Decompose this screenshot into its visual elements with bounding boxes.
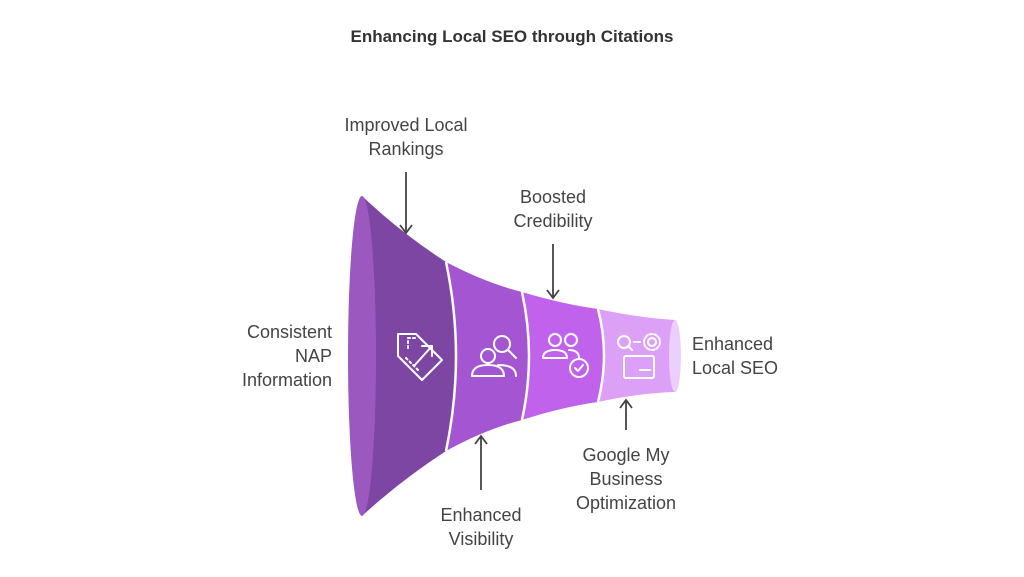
- label-line: Business: [589, 469, 663, 489]
- label-line: Credibility: [513, 211, 593, 231]
- label-enhanced-visibility: Enhanced Visibility: [406, 503, 556, 551]
- label-line: Improved Local: [344, 115, 468, 135]
- funnel-stage-2: [446, 262, 529, 451]
- users-check-icon: [542, 333, 589, 378]
- label-boosted-credibility: Boosted Credibility: [483, 185, 623, 233]
- label-line: Boosted: [519, 187, 587, 207]
- label-line: Enhanced: [692, 334, 774, 354]
- funnel-stage-1: [362, 196, 456, 516]
- label-line: Local SEO: [692, 358, 779, 378]
- label-line: Optimization: [575, 493, 677, 513]
- label-line: Consistent: [246, 322, 332, 342]
- label-consistent-nap: Consistent NAP Information: [190, 320, 332, 392]
- funnel-mouth: [348, 196, 376, 516]
- label-improved-rankings: Improved Local Rankings: [321, 113, 491, 161]
- label-google-my-business: Google My Business Optimization: [551, 443, 701, 515]
- label-line: Enhanced: [440, 505, 522, 525]
- label-line: Google My: [582, 445, 670, 465]
- stage-divider-1: [444, 261, 458, 452]
- stage-divider-3: [596, 308, 606, 403]
- label-line: Rankings: [368, 139, 444, 159]
- tag-arrow-icon: [397, 333, 443, 381]
- arrow-enhanced-visibility: [474, 434, 488, 490]
- arrow-google-my-business: [619, 398, 633, 430]
- label-line: NAP: [294, 346, 332, 366]
- funnel-end-cap: [669, 320, 681, 392]
- diagram-title: Enhancing Local SEO through Citations: [350, 27, 674, 46]
- users-search-icon: [471, 335, 517, 377]
- arrow-boosted-credibility: [546, 244, 560, 300]
- stage-divider-2: [520, 291, 531, 421]
- label-line: Visibility: [448, 529, 514, 549]
- arrow-improved-rankings: [399, 172, 413, 235]
- label-enhanced-local-seo: Enhanced Local SEO: [692, 332, 812, 380]
- search-gear-card-icon: [617, 333, 661, 379]
- label-line: Information: [241, 370, 332, 390]
- funnel-stage-3: [522, 292, 604, 420]
